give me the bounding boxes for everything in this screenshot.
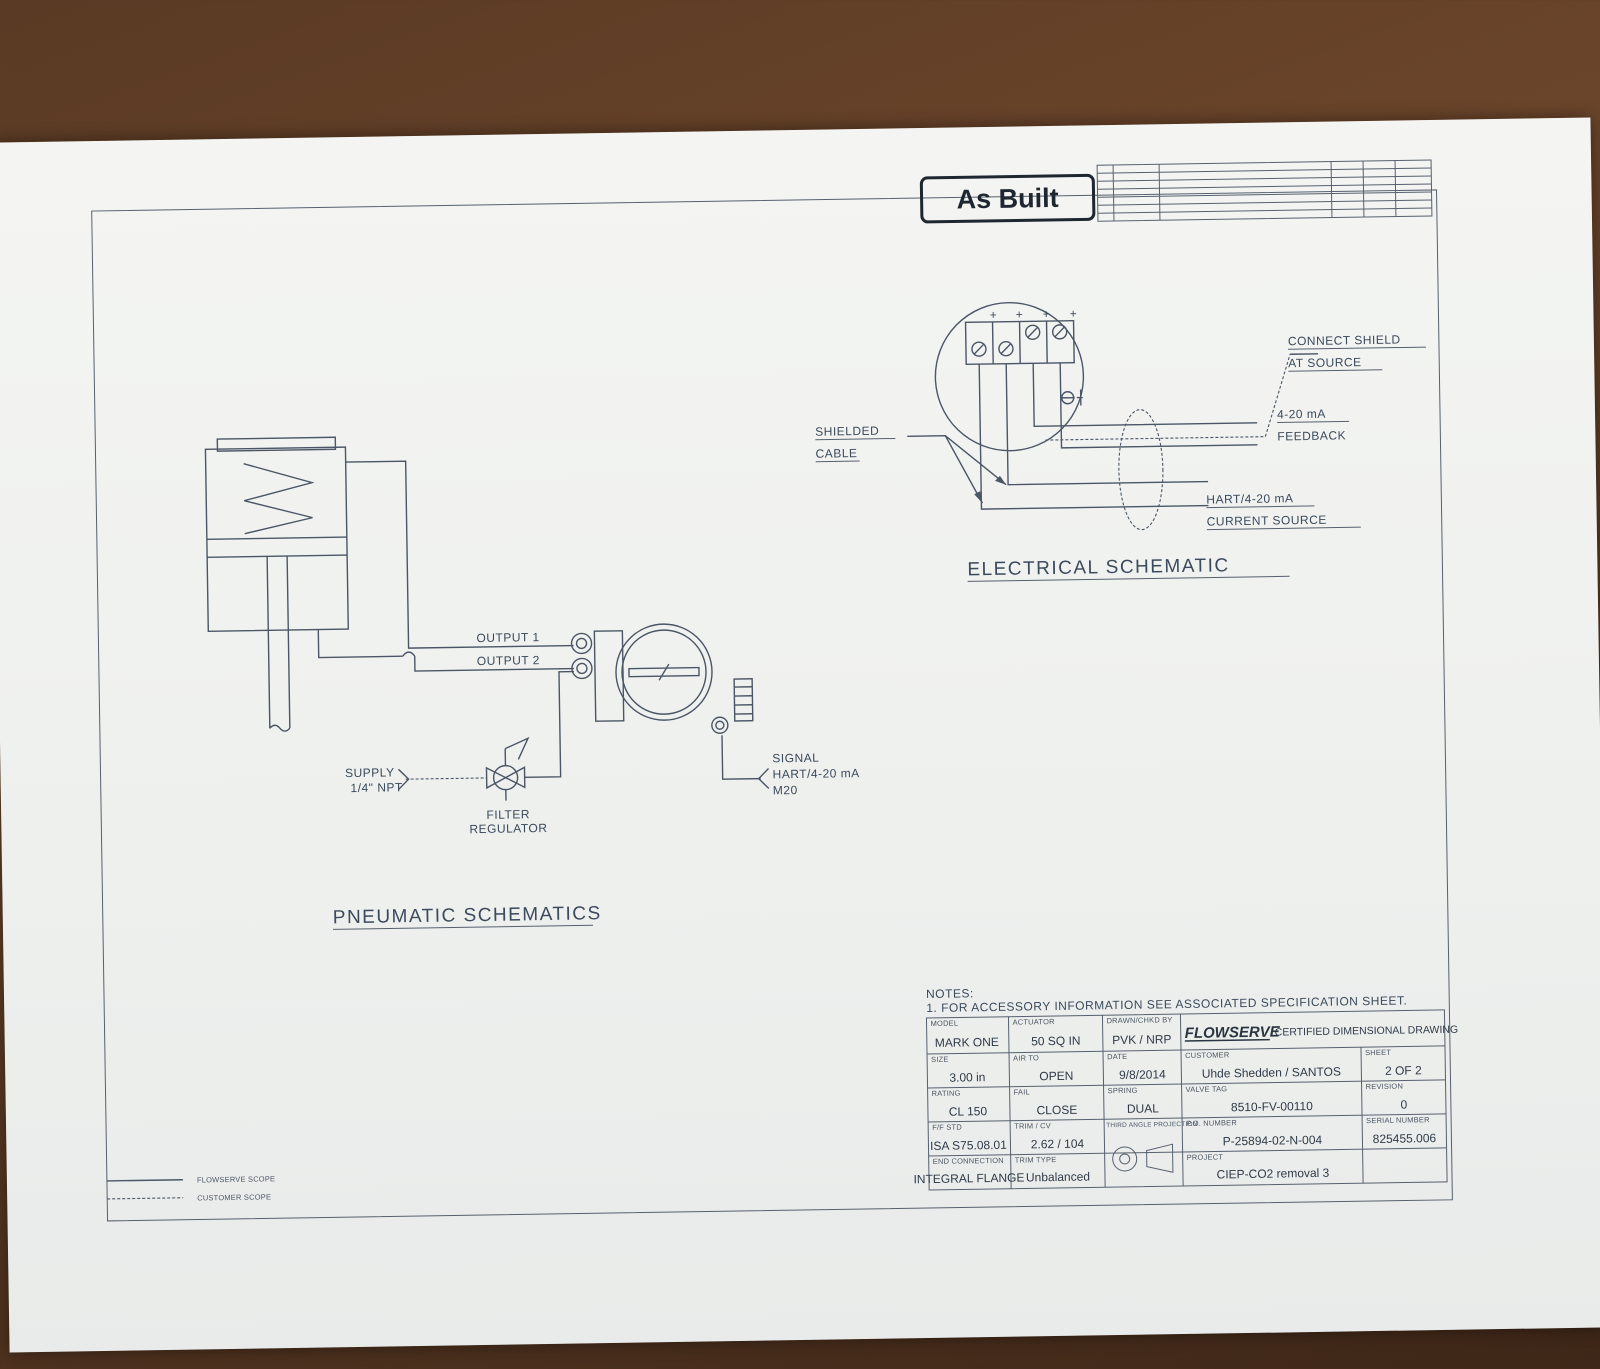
regulator-label: REGULATOR <box>469 821 547 836</box>
electrical-schematic: + + + + CONNECT SHIELD AT SOURCE 4-20 mA <box>815 301 1426 582</box>
signal-m20-label: M20 <box>773 783 798 797</box>
sheet-label: SHEET <box>1365 1048 1391 1057</box>
drawn-value: PVK / NRP <box>1112 1032 1172 1047</box>
notes: NOTES: 1. FOR ACCESSORY INFORMATION SEE … <box>926 986 1407 1015</box>
customer-value: Uhde Shedden / SANTOS <box>1202 1065 1341 1081</box>
notes-heading: NOTES: <box>926 986 974 1001</box>
trim-type-label: TRIM TYPE <box>1015 1155 1057 1165</box>
projection-symbol-icon <box>1112 1143 1174 1173</box>
rating-label: RATING <box>932 1089 961 1098</box>
serial-value: 825455.006 <box>1373 1131 1437 1146</box>
positioner <box>593 623 754 734</box>
title-block: MODEL MARK ONE ACTUATOR 50 SQ IN DRAWN/C… <box>913 1009 1459 1191</box>
cable-label: CABLE <box>815 446 857 461</box>
projection-label: THIRD ANGLE PROJECTION <box>1106 1121 1198 1129</box>
at-source-label: AT SOURCE <box>1288 355 1362 370</box>
sheet-value: 2 OF 2 <box>1385 1063 1422 1078</box>
drawing-paper: As Built + + + + <box>0 117 1600 1353</box>
actuator <box>204 436 349 732</box>
output2-label: OUTPUT 2 <box>477 653 540 668</box>
supply-label: SUPPLY <box>345 765 395 780</box>
svg-text:+: + <box>1043 307 1051 321</box>
terminal-screws: + + + + <box>971 307 1077 357</box>
pneumatic-schematic: OUTPUT 1 OUTPUT 2 SIGNAL HART/ <box>204 436 860 930</box>
revision-label: REVISION <box>1366 1082 1404 1092</box>
electrical-title: ELECTRICAL SCHEMATIC <box>967 555 1230 580</box>
valve-tag-value: 8510-FV-00110 <box>1231 1099 1313 1114</box>
date-value: 9/8/2014 <box>1119 1067 1166 1082</box>
air-to-value: OPEN <box>1039 1069 1073 1084</box>
flowserve-logo: FLOWSERVE <box>1185 1023 1281 1042</box>
ff-std-value: ISA S75.08.01 <box>930 1138 1007 1153</box>
revision-block <box>1096 159 1433 222</box>
valve-tag-label: VALVE TAG <box>1186 1084 1228 1094</box>
revision-value: 0 <box>1400 1098 1407 1112</box>
air-to-label: AIR TO <box>1013 1053 1039 1062</box>
flowserve-scope-label: FLOWSERVE SCOPE <box>197 1174 275 1184</box>
current-source-label: CURRENT SOURCE <box>1207 513 1327 529</box>
date-label: DATE <box>1107 1052 1127 1061</box>
ground-symbol <box>1060 389 1083 406</box>
trim-type-value: Unbalanced <box>1026 1170 1090 1185</box>
project-value: CIEP-CO2 removal 3 <box>1216 1166 1329 1182</box>
as-built-text: As Built <box>956 183 1058 215</box>
spring-label: SPRING <box>1108 1086 1138 1095</box>
ff-std-label: F/F STD <box>932 1122 962 1131</box>
filter-regulator <box>485 736 530 801</box>
feedback-ma-label: 4-20 mA <box>1277 407 1326 422</box>
spring <box>243 463 315 535</box>
shielded-label: SHIELDED <box>815 424 879 439</box>
signal-label: SIGNAL <box>772 751 819 766</box>
signal-hart-label: HART/4-20 mA <box>773 766 860 781</box>
scope-legend: FLOWSERVE SCOPE CUSTOMER SCOPE <box>106 1174 275 1203</box>
svg-text:+: + <box>990 308 998 322</box>
trim-cv-value: 2.62 / 104 <box>1031 1137 1085 1152</box>
output1-label: OUTPUT 1 <box>476 630 539 645</box>
end-connection-label: END CONNECTION <box>933 1156 1004 1166</box>
spring-value: DUAL <box>1127 1101 1160 1116</box>
doc-title: CERTIFIED DIMENSIONAL DRAWING <box>1275 1024 1459 1039</box>
rating-value: CL 150 <box>949 1104 988 1119</box>
end-connection-value: INTEGRAL FLANGE <box>913 1171 1024 1187</box>
fail-label: FAIL <box>1014 1087 1030 1096</box>
customer-scope-label: CUSTOMER SCOPE <box>197 1192 271 1202</box>
model-value: MARK ONE <box>935 1035 999 1050</box>
drawing-border <box>91 189 1453 1222</box>
svg-text:+: + <box>1016 307 1024 321</box>
model-label: MODEL <box>930 1019 958 1028</box>
customer-label: CUSTOMER <box>1185 1050 1230 1060</box>
feedback-label: FEEDBACK <box>1277 428 1346 443</box>
hart-label: HART/4-20 mA <box>1206 491 1293 506</box>
supply-npt-label: 1/4" NPT <box>350 780 403 795</box>
serial-label: SERIAL NUMBER <box>1366 1115 1430 1125</box>
fail-value: CLOSE <box>1036 1103 1077 1118</box>
actuator-label: ACTUATOR <box>1012 1017 1055 1027</box>
size-label: SIZE <box>931 1055 949 1064</box>
drawing-sheet: As Built + + + + <box>91 159 1459 1222</box>
actuator-value: 50 SQ IN <box>1031 1034 1081 1049</box>
size-value: 3.00 in <box>949 1070 985 1085</box>
project-label: PROJECT <box>1187 1152 1224 1162</box>
pneumatic-title: PNEUMATIC SCHEMATICS <box>333 903 602 928</box>
drawn-label: DRAWN/CHKD BY <box>1106 1015 1172 1025</box>
pressure-gauges <box>570 632 593 680</box>
as-built-stamp: As Built <box>919 173 1096 224</box>
filter-label: FILTER <box>486 807 530 822</box>
po-value: P-25894-02-N-004 <box>1223 1133 1323 1149</box>
svg-text:+: + <box>1070 307 1078 321</box>
po-label: P.O. NUMBER <box>1186 1118 1237 1128</box>
trim-cv-label: TRIM / CV <box>1014 1121 1051 1131</box>
connect-shield-label: CONNECT SHIELD <box>1288 333 1401 349</box>
